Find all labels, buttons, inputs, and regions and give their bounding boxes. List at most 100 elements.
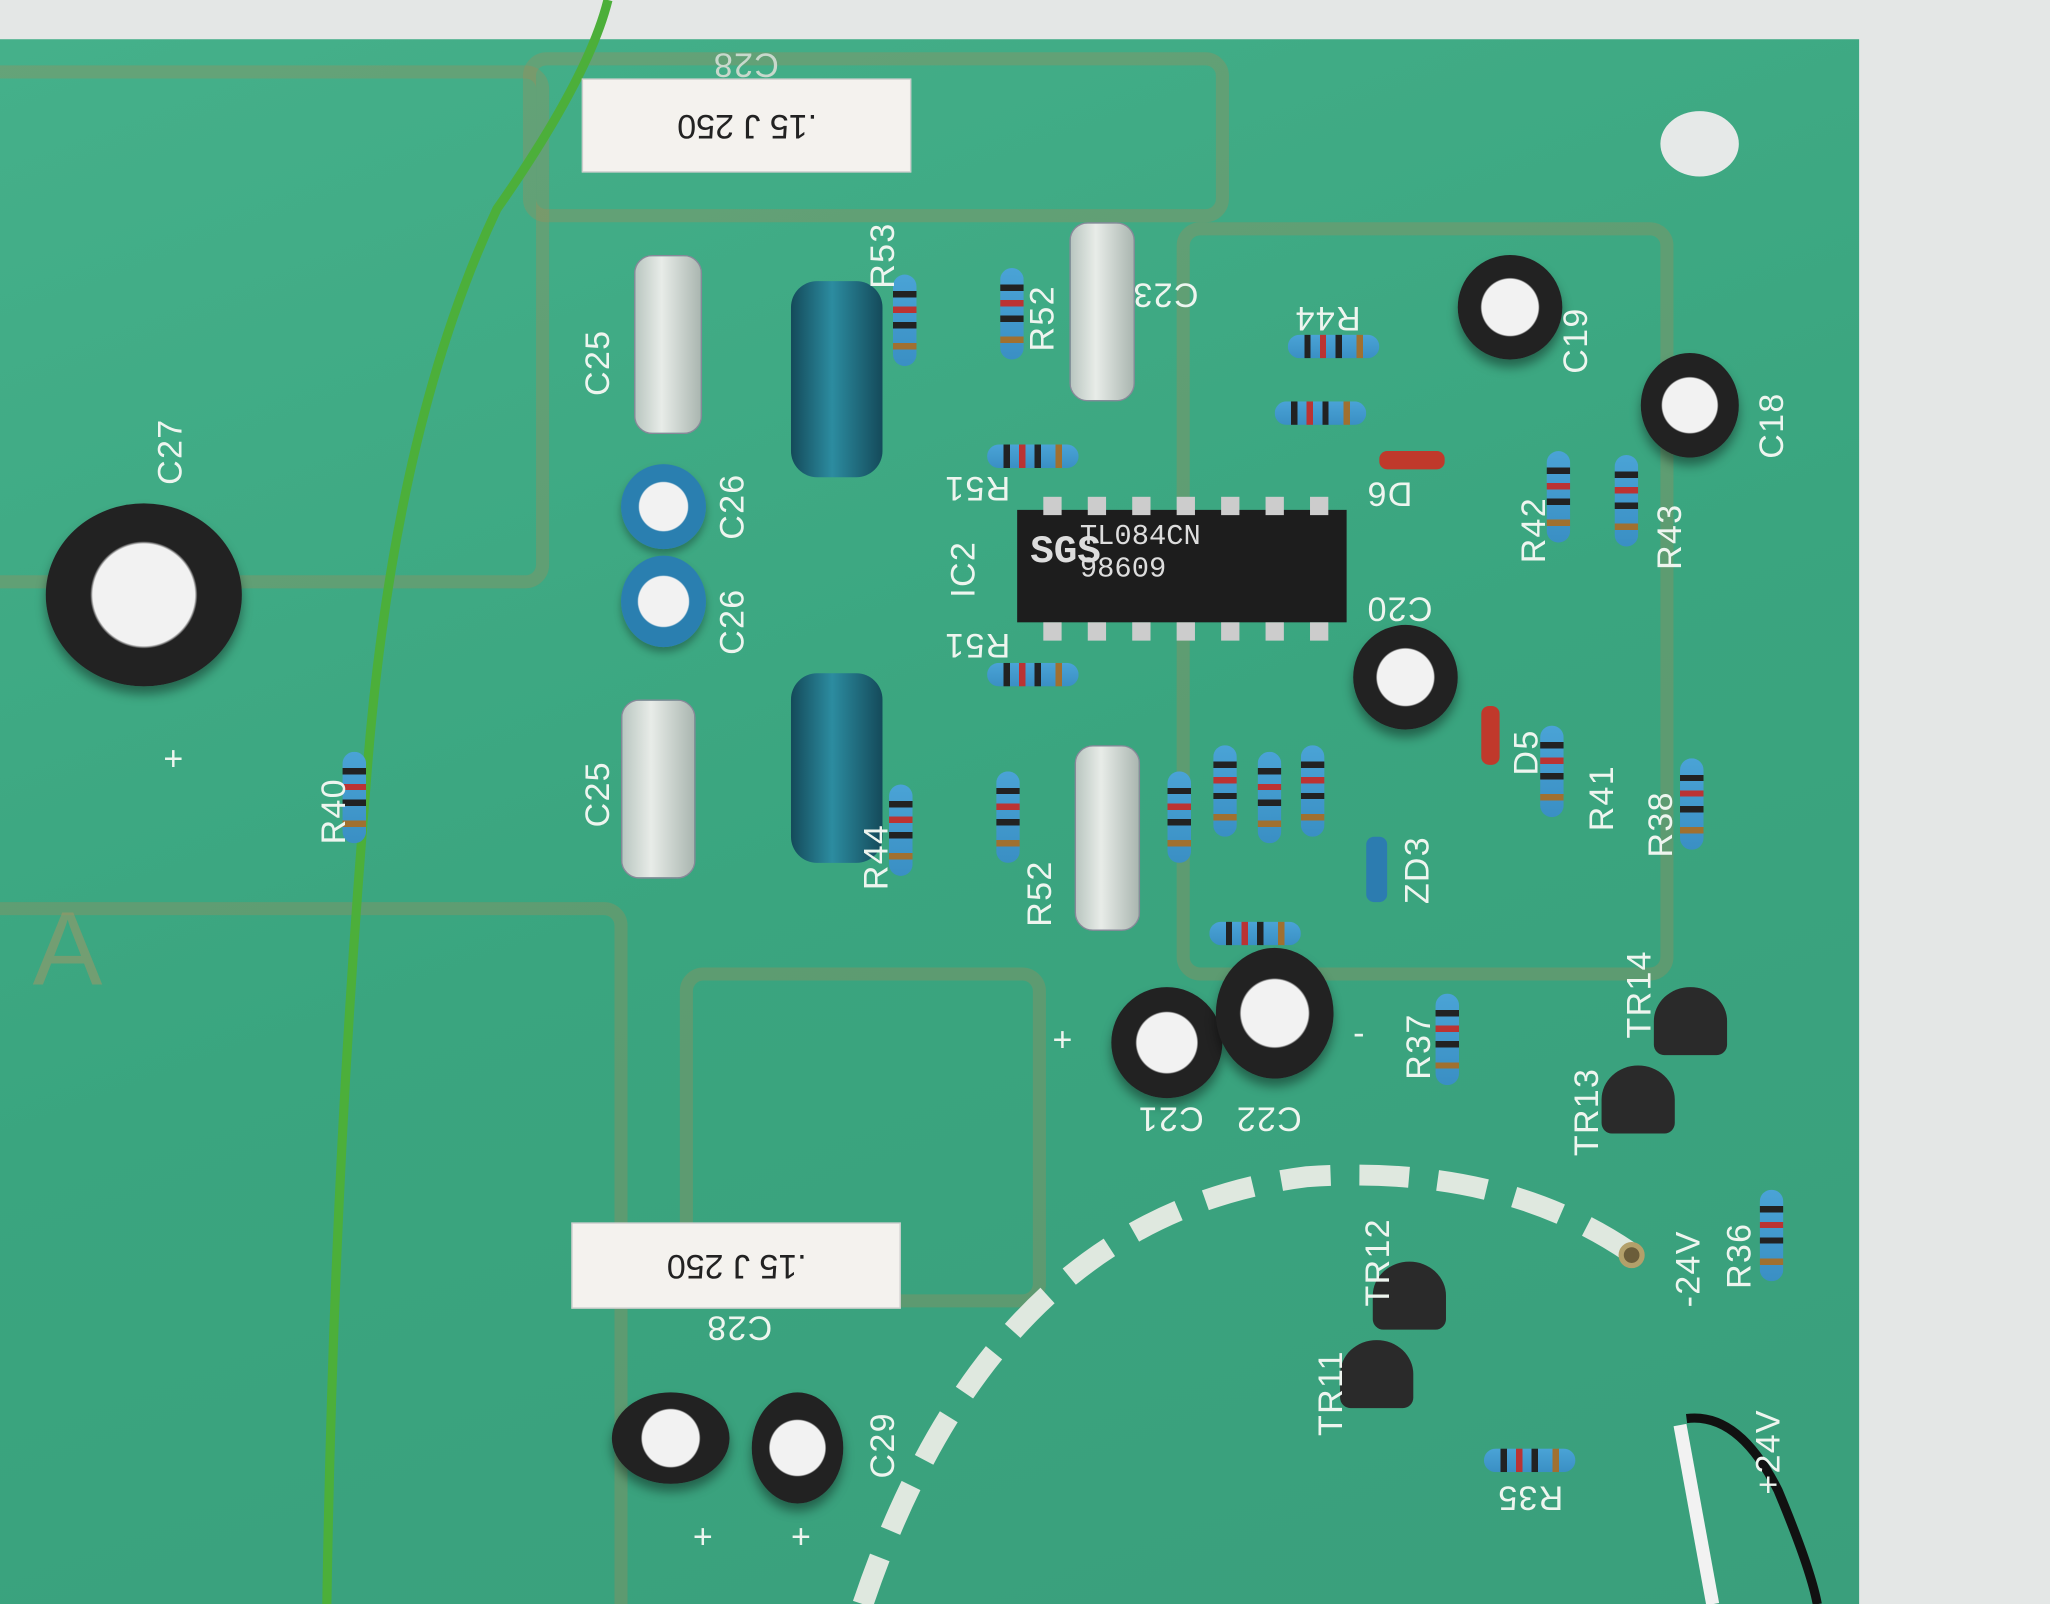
label-r40: R40	[313, 778, 353, 845]
label-r38: R38	[1640, 791, 1680, 858]
diode-d6	[1379, 451, 1445, 470]
capacitor-c20	[1353, 624, 1458, 730]
label-plus-24v: +24V	[1748, 1409, 1788, 1495]
resistor-r44-lower	[889, 784, 913, 876]
capacitor-c26-lower	[621, 555, 706, 648]
capacitor-c25-upper	[634, 254, 703, 435]
label-tr12: TR12	[1357, 1218, 1397, 1307]
film-capacitor-c28-bottom: .15 J 250	[571, 1222, 901, 1309]
chip-logo: SGS	[1030, 530, 1101, 576]
capacitor-c21	[1111, 987, 1223, 1099]
label-r35: R35	[1496, 1478, 1564, 1518]
capacitor-c22	[1215, 947, 1334, 1079]
label-ic2: IC2	[942, 540, 983, 598]
label-c27: C27	[150, 418, 190, 485]
capacitor-teal-lower	[790, 673, 883, 863]
label-c29: C29	[862, 1412, 902, 1479]
copper-trace	[0, 65, 550, 589]
label-r41: R41	[1581, 765, 1621, 832]
resistor-r45	[1274, 401, 1367, 425]
label-r44: R44	[1294, 299, 1361, 339]
chip-date-code: 98609	[1079, 553, 1167, 586]
label-r51: R51	[943, 626, 1011, 666]
section-letter: A	[32, 890, 104, 1007]
capacitor-marking: .15 J 250	[666, 1246, 806, 1286]
label-r36: R36	[1719, 1222, 1759, 1289]
label-c19: C19	[1555, 307, 1595, 374]
label-c25: C25	[577, 761, 617, 828]
plus-marking: +	[790, 1516, 813, 1556]
label-tr14: TR14	[1618, 950, 1659, 1039]
resistor-r53	[892, 274, 917, 367]
plus-marking: +	[692, 1516, 715, 1556]
resistor-r52-upper	[1000, 268, 1024, 360]
label-c23: C23	[1132, 275, 1199, 316]
label-c26: C26	[712, 473, 752, 540]
film-capacitor-c28-top: .15 J 250	[581, 78, 912, 173]
plus-marking: +	[163, 738, 185, 778]
black-wire	[1685, 1413, 1822, 1604]
chip-part-number: TL084CN	[1079, 520, 1201, 554]
resistor	[1257, 751, 1282, 844]
label-tr11: TR11	[1310, 1350, 1350, 1436]
capacitor-c18	[1640, 352, 1739, 458]
resistor-r51-lower	[987, 662, 1079, 687]
zener-zd3	[1366, 836, 1388, 903]
ic-tl084cn: SGS TL084CN 98609	[1017, 509, 1347, 623]
resistor-r51-upper	[987, 444, 1079, 469]
label-r42: R42	[1513, 497, 1553, 564]
resistor-r37	[1435, 993, 1460, 1086]
capacitor-marking: .15 J 250	[676, 106, 817, 146]
capacitor-c26-upper	[621, 464, 706, 550]
plus-marking: +	[1052, 1019, 1074, 1059]
label-c21: C21	[1137, 1099, 1204, 1139]
label-r52: R52	[1022, 285, 1062, 352]
label-c20: C20	[1366, 589, 1433, 629]
capacitor-c23	[1069, 222, 1135, 402]
resistor	[1300, 745, 1325, 837]
capacitor-teal-upper	[790, 281, 883, 478]
capacitor-c29-left	[611, 1392, 730, 1484]
resistor-r52-lower	[996, 771, 1020, 863]
resistor-r42	[1546, 451, 1571, 543]
resistor-r43	[1614, 454, 1639, 547]
dashed-arc	[852, 1164, 1641, 1604]
terminal-minus-24v	[1618, 1242, 1645, 1269]
transistor-tr12	[1372, 1261, 1446, 1330]
label-tr13: TR13	[1566, 1067, 1606, 1157]
label-c18: C18	[1751, 392, 1791, 459]
label-c28-bottom: C28	[705, 1308, 773, 1348]
capacitor-c27	[45, 503, 242, 687]
capacitor-c25-lower	[621, 699, 696, 879]
label-zd3: ZD3	[1397, 836, 1437, 905]
resistor-r40	[342, 751, 367, 844]
transistor-tr14	[1653, 987, 1728, 1056]
resistor	[1213, 745, 1237, 837]
minus-marking: -	[1353, 1013, 1366, 1053]
green-wire	[322, 0, 613, 1604]
transistor-tr13	[1601, 1065, 1675, 1134]
label-r51: R51	[943, 469, 1011, 509]
label-c22: C22	[1235, 1099, 1302, 1139]
resistor-r38	[1680, 758, 1704, 850]
resistor-r41	[1540, 725, 1564, 818]
label-r52: R52	[1019, 860, 1059, 927]
resistor-r36	[1759, 1189, 1784, 1282]
label-r43: R43	[1649, 503, 1689, 570]
label-c26: C26	[712, 588, 752, 655]
label-c28-top: C28	[712, 45, 779, 85]
silkscreen-line	[1673, 1423, 1720, 1604]
label-d6: D6	[1366, 474, 1413, 514]
capacitor-c29-right	[751, 1392, 844, 1504]
resistor-r35	[1483, 1448, 1576, 1473]
label-minus-24v: -24V	[1668, 1230, 1708, 1308]
label-r37: R37	[1398, 1013, 1438, 1080]
resistor	[1167, 771, 1192, 863]
label-r53: R53	[862, 222, 902, 289]
copper-trace	[522, 52, 1229, 223]
resistor	[1209, 921, 1301, 946]
mounting-hole	[1660, 111, 1739, 177]
resistor-r44	[1287, 334, 1380, 359]
